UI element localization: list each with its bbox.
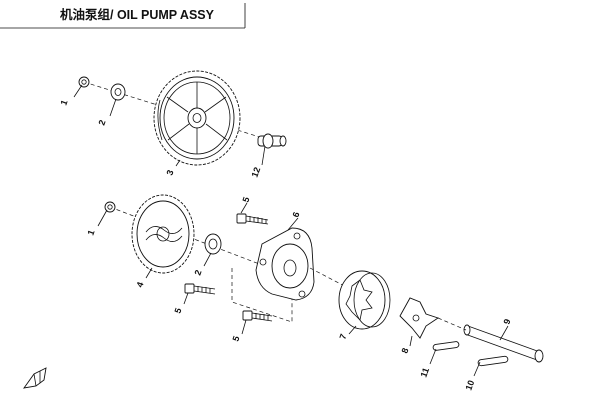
drive-gear-small bbox=[131, 194, 195, 274]
washer-upper bbox=[110, 83, 126, 101]
callout-4: 4 bbox=[134, 281, 145, 289]
bolt-alignment-guide bbox=[231, 268, 293, 323]
outer-rotor bbox=[338, 270, 391, 330]
callout-5-upper: 5 bbox=[240, 196, 251, 204]
driven-gear-large bbox=[153, 70, 241, 166]
page-title: 机油泵组/ OIL PUMP ASSY bbox=[60, 7, 215, 22]
callout-11: 11 bbox=[418, 366, 431, 378]
inner-rotor bbox=[399, 297, 440, 339]
callout-5-lower: 5 bbox=[230, 335, 241, 343]
pump-shaft bbox=[463, 324, 544, 363]
washer-lower bbox=[204, 233, 222, 255]
callout-3: 3 bbox=[164, 169, 175, 177]
leader-lines bbox=[73, 84, 509, 377]
callout-1-lower: 1 bbox=[85, 229, 96, 237]
oil-pump-cover bbox=[255, 227, 315, 301]
rotor-axis-line bbox=[309, 267, 353, 291]
callout-2-upper: 2 bbox=[96, 119, 107, 127]
pin-short bbox=[432, 341, 460, 351]
circlip-lower bbox=[104, 201, 116, 213]
callout-10: 10 bbox=[463, 379, 476, 392]
callout-12: 12 bbox=[249, 166, 262, 179]
callout-2-lower: 2 bbox=[192, 269, 203, 277]
pin-long bbox=[477, 355, 509, 367]
callout-5-left: 5 bbox=[172, 307, 183, 315]
callout-labels: 1 2 3 12 5 6 1 2 4 5 5 7 8 9 11 10 bbox=[58, 99, 512, 392]
title-block: 机油泵组/ OIL PUMP ASSY bbox=[0, 3, 246, 29]
shaft-axis-line bbox=[437, 317, 467, 331]
bolt-upper bbox=[236, 213, 269, 225]
callout-7: 7 bbox=[337, 333, 348, 341]
gear-shaft-pin bbox=[257, 133, 287, 149]
callout-1-upper: 1 bbox=[58, 99, 69, 107]
callout-6: 6 bbox=[290, 211, 301, 219]
callout-8: 8 bbox=[399, 347, 410, 355]
bolt-lower bbox=[242, 310, 273, 322]
circlip-upper bbox=[78, 76, 90, 88]
callout-9: 9 bbox=[501, 318, 512, 326]
direction-arrow-icon bbox=[23, 367, 47, 389]
lower-axis-line bbox=[109, 206, 263, 266]
bolt-left bbox=[184, 283, 216, 295]
